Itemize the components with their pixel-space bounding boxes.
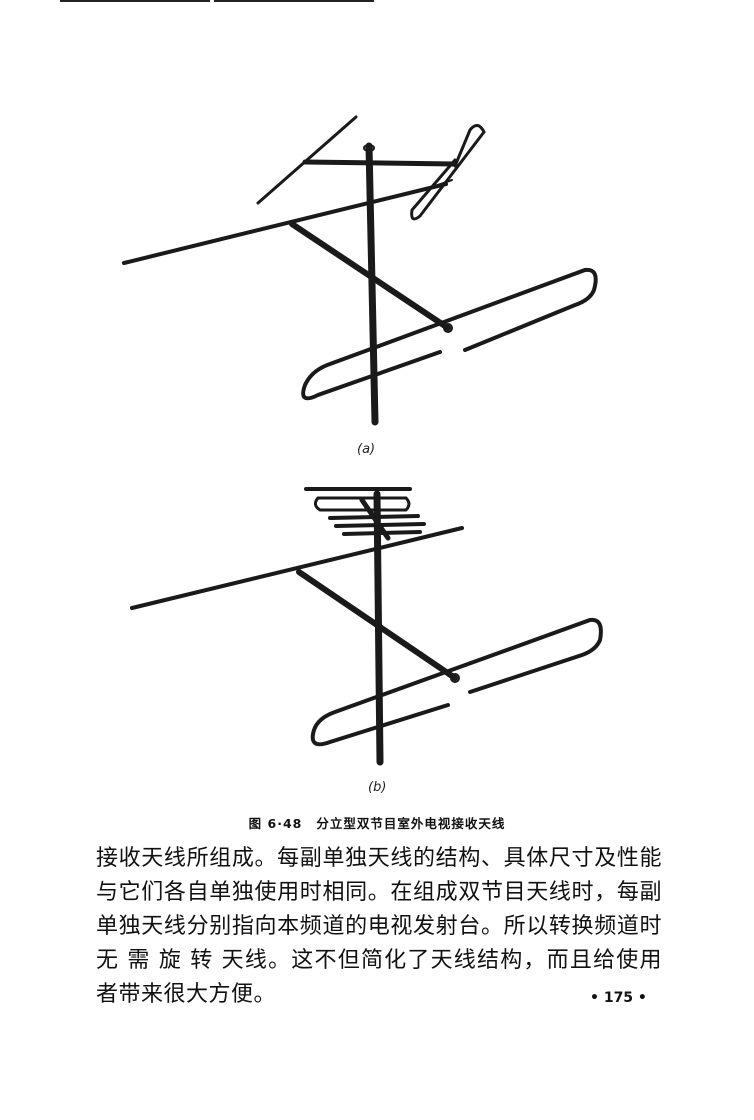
figure-a-label: (a) xyxy=(357,442,376,457)
page-number: • 175 • xyxy=(590,990,647,1006)
figure-b: (b) xyxy=(0,480,754,800)
body-paragraph: 接收天线所组成。每副单独天线的结构、具体尺寸及性能与它们各自单独使用时相同。在组… xyxy=(96,846,662,1007)
lower-folded-dipole xyxy=(301,267,598,401)
lower-boom-b xyxy=(296,569,458,681)
scan-edge-mark xyxy=(214,0,374,2)
lower-director-element xyxy=(122,182,448,265)
antenna-drawing-b xyxy=(130,487,603,766)
antenna-drawing-a xyxy=(122,115,598,426)
figure-caption: 图 6·48 分立型双节目室外电视接收天线 xyxy=(0,813,754,832)
caption-number: 图 6·48 xyxy=(248,816,303,831)
upper-stack-folded-dipole xyxy=(313,496,411,512)
lower-folded-dipole-b xyxy=(310,617,603,747)
mast-a xyxy=(365,142,379,426)
scan-edge-mark xyxy=(60,0,210,2)
figure-b-label: (b) xyxy=(368,780,387,795)
upper-boom xyxy=(302,159,458,167)
upper-folded-dipole xyxy=(410,124,486,221)
figure-a: (a) xyxy=(0,100,754,460)
lower-director-element-b xyxy=(130,526,464,610)
lower-boom xyxy=(289,221,451,331)
caption-title: 分立型双节目室外电视接收天线 xyxy=(316,816,506,831)
